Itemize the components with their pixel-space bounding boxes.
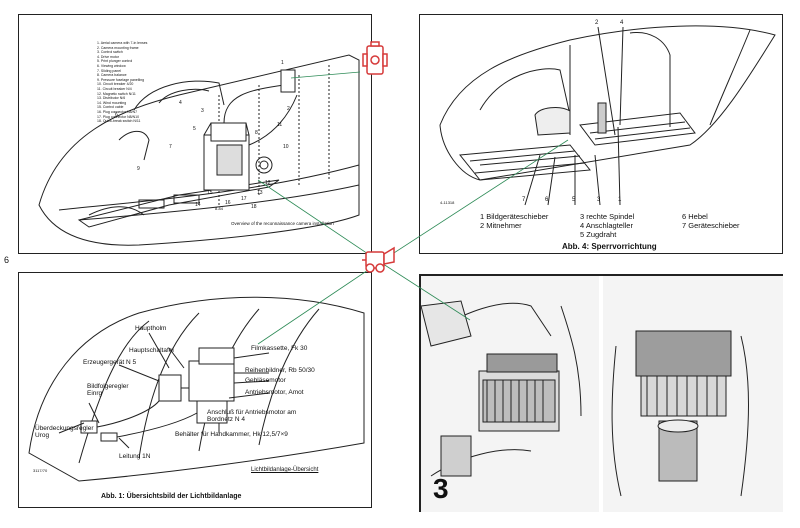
label-geblaesemotor: Gebläsemotor: [245, 377, 286, 384]
page-number: 6: [4, 255, 10, 265]
callout-6: 6: [115, 112, 118, 118]
legend-item-2: 2 Mitnehmer: [480, 221, 522, 230]
panel-sperrvorrichtung: 2 4 7 6 5 3 1 4-11318 1 Bildgeräteschieb…: [419, 14, 783, 254]
photo-system-drawing: [28, 296, 365, 482]
legend-item-5: 5 Zugdraht: [580, 230, 617, 239]
callout-4: 4: [179, 100, 182, 106]
part-list-item: 7. Sliding panel: [97, 68, 121, 73]
part-list-item: 16. Plug connector N8/N7: [97, 109, 138, 114]
part-list-item: 8. Camera balance: [97, 73, 127, 78]
part-list-item: 5. Print plunger control: [97, 59, 133, 64]
part-list-item: 12. Magnetic switch N/11: [97, 91, 136, 96]
callout-12: 12: [265, 180, 271, 186]
label-antriebsmotor: Antriebsmotor, Amot: [245, 389, 304, 396]
legend-item-4: 4 Anschlagteller: [580, 221, 633, 230]
figure-title: Abb. 1: Übersichtsbild der Lichtbildanla…: [101, 493, 242, 500]
panel-camera-installation-overview: 1. Aerial camera with 7-in lenses 2. Cam…: [18, 14, 372, 254]
camera-icon-top: [360, 40, 390, 80]
callout-3: 3: [201, 108, 204, 114]
photo-number: 3: [433, 473, 449, 504]
legend-item-7: 7 Geräteschieber: [682, 221, 740, 230]
panel-installation-photo: 3: [419, 274, 783, 512]
callout-bottom-1: 1: [618, 197, 622, 203]
callout-16: 16: [225, 200, 231, 206]
label-bildfolgeregler: Bildfolgeregler Einrg: [87, 383, 129, 398]
panel-lichtbildanlage: Hauptholm Hauptschaltafel Erzeugergerät …: [18, 272, 372, 508]
drawing-code: 3117/70: [33, 468, 48, 473]
part-list-item: 6. Viewing window: [97, 63, 126, 68]
part-list-item: 4. Drive motor: [97, 54, 119, 59]
callout-11: 11: [277, 122, 283, 128]
part-list-item: 1. Aerial camera with 7-in lenses: [97, 41, 148, 45]
part-list-item: 15. Control cable: [97, 105, 124, 110]
callout-bottom-5: 5: [572, 197, 576, 203]
label-ueberdeckungsregler: Überdeckungsregler Urog: [35, 425, 94, 440]
fuselage-installation-drawing: [38, 54, 360, 246]
legend-item-1: 1 Bildgeräteschieber: [480, 212, 549, 221]
label-erzeugergeraet: Erzeugergerät N 5: [83, 359, 137, 366]
part-list-item: 14. Wind mounting: [97, 100, 127, 105]
part-number: 8-84: [215, 206, 224, 211]
label-reihenbildner: Reihenbildner, Rb 50/30: [245, 367, 315, 374]
part-list-item: 11. Circuit breaker N/4: [97, 86, 132, 91]
legend-item-6: 6 Hebel: [682, 212, 708, 221]
callout-5: 5: [193, 126, 196, 132]
callout-18: 18: [251, 204, 257, 210]
callout-7: 7: [169, 144, 172, 150]
callout-bottom-7: 7: [522, 197, 526, 203]
callout-top-2: 2: [595, 20, 599, 26]
callout-13: 13: [257, 190, 263, 196]
callout-2: 2: [287, 106, 290, 112]
figure-title: Abb. 4: Sperrvorrichtung: [562, 242, 657, 251]
label-hauptschalttafel: Hauptschaltafel: [129, 347, 174, 354]
parts-list: 1. Aerial camera with 7-in lenses 2. Cam…: [97, 41, 147, 124]
drawing-code: 4-11318: [440, 200, 455, 205]
part-list-item: 10. Circuit breaker 4/20: [97, 82, 134, 87]
part-list-item: 18. Quick-break switch N/11: [97, 119, 141, 124]
callout-8: 8: [255, 130, 258, 136]
part-list-item: 2. Camera mounting frame: [97, 45, 139, 50]
callout-1: 1: [281, 60, 284, 66]
part-list-item: 9. Pressure fuselage panelling: [97, 77, 145, 82]
legend-item-3: 3 rechte Spindel: [580, 212, 635, 221]
label-anschluss-antriebsmotor: Anschluß für Antriebsmotor am Bordnetz N…: [207, 409, 297, 424]
callout-bottom-6: 6: [545, 197, 549, 203]
callout-9: 9: [137, 166, 140, 172]
callout-15: 15: [207, 190, 213, 196]
part-list-item: 17. Plug connector N8/N10: [97, 114, 140, 119]
part-list-item: 13. Distributor N/6: [97, 96, 126, 101]
label-behaelter-handkammer: Behälter für Handkammer, Hk 12,5/7×9: [175, 431, 288, 438]
figure-subtitle: Lichtbildanlage-Übersicht: [251, 467, 319, 473]
label-hauptholm: Hauptholm: [135, 325, 167, 332]
callout-top-4: 4: [620, 20, 624, 26]
label-filmkassette: Filmkassette, Fk 30: [251, 345, 308, 352]
camera-installation-photo: [421, 276, 783, 512]
callout-14: 14: [195, 202, 201, 208]
callout-10: 10: [283, 144, 289, 150]
callout-17: 17: [241, 196, 247, 202]
label-leitung: Leitung 1N: [119, 453, 151, 460]
camera-icon-center: [360, 240, 400, 276]
panel-caption: Overview of the reconnaissance camera in…: [231, 221, 334, 226]
callout-bottom-3: 3: [597, 197, 601, 203]
part-list-item: 3. Control switch: [97, 50, 123, 55]
